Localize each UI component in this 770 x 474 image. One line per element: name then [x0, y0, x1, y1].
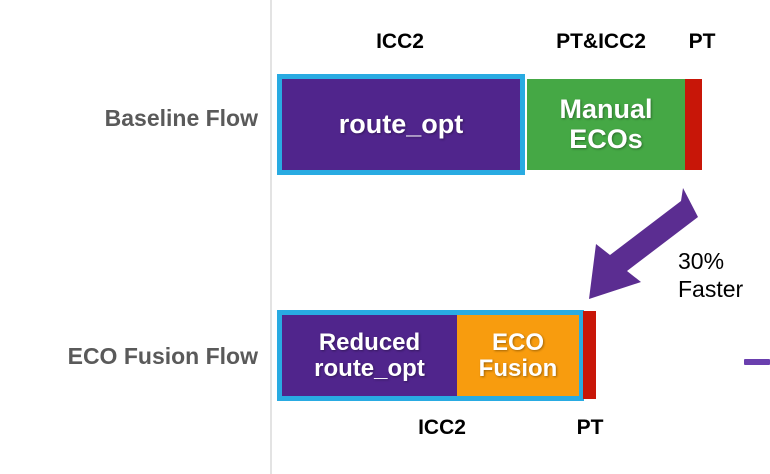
- annotation-line-2: Faster: [678, 276, 744, 303]
- bar-ecofusion-pt-red[interactable]: [583, 311, 596, 399]
- row-label-baseline-flow: Baseline Flow: [104, 105, 258, 131]
- bar-segment-label-eco-fusion: ECO Fusion: [457, 315, 579, 396]
- reduced-route-opt-line-2: route_opt: [314, 354, 425, 382]
- bar-segment-label-manual-ecos: Manual ECOs: [527, 79, 685, 170]
- down-left-arrow-icon: [585, 188, 705, 303]
- caption-ecofusion-pt: PT: [576, 416, 604, 439]
- bar-baseline-route-opt[interactable]: route_opt: [277, 74, 525, 175]
- row-label-eco-fusion-flow: ECO Fusion Flow: [67, 343, 258, 369]
- bar-ecofusion-group[interactable]: Reduced route_opt ECO Fusion: [277, 310, 584, 401]
- right-edge-purple-dash: [744, 359, 770, 365]
- caption-baseline-icc2: ICC2: [376, 30, 424, 53]
- eco-fusion-line-1: ECO: [491, 328, 544, 356]
- manual-ecos-line-2: ECOs: [569, 123, 643, 154]
- annotation-30-percent-faster: 30% Faster: [678, 247, 770, 303]
- caption-baseline-pt: PT: [688, 30, 716, 53]
- bar-baseline-pt-red[interactable]: [685, 79, 702, 170]
- annotation-line-1: 30%: [678, 248, 725, 274]
- eco-fusion-line-2: Fusion: [478, 354, 558, 382]
- manual-ecos-line-1: Manual: [559, 94, 653, 125]
- bar-segment-label-reduced-route-opt: Reduced route_opt: [282, 315, 457, 396]
- bar-baseline-manual-ecos[interactable]: Manual ECOs: [527, 79, 685, 170]
- caption-ecofusion-icc2: ICC2: [418, 416, 466, 439]
- bar-segment-label-route-opt: route_opt: [282, 79, 520, 170]
- axis-divider-line: [270, 0, 272, 474]
- reduced-route-opt-line-1: Reduced: [318, 328, 421, 356]
- caption-baseline-pt-icc2: PT&ICC2: [556, 30, 646, 53]
